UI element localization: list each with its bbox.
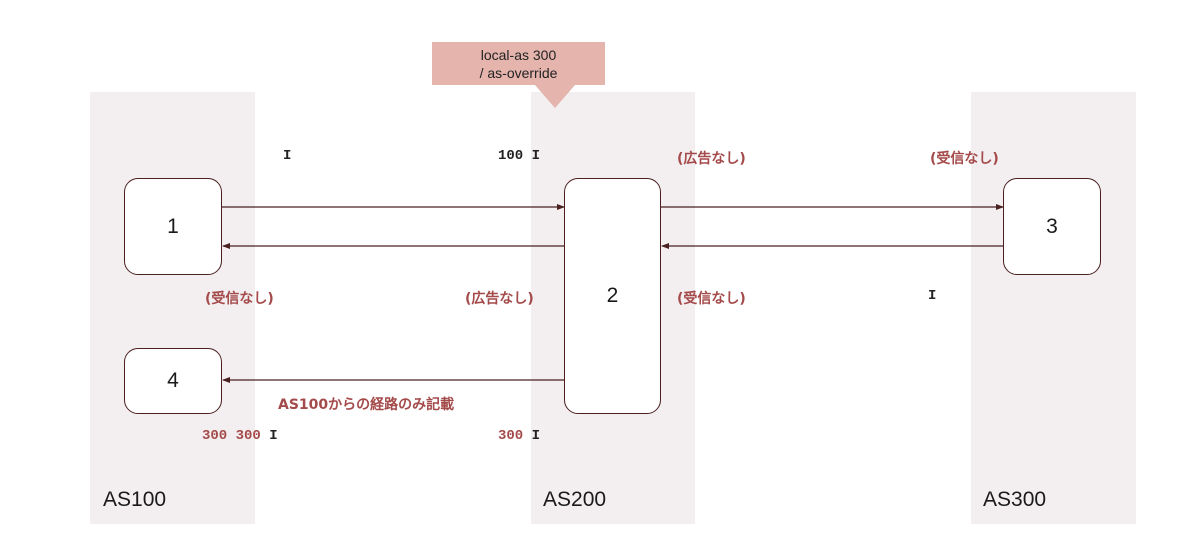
as300-label: AS300 bbox=[983, 488, 1047, 511]
note-r2-no-advertise-to-r1: (広告なし) bbox=[465, 291, 534, 307]
r2-as-path-bottom-suffix: I bbox=[531, 428, 541, 444]
r2-as-path-top: 100 I bbox=[498, 148, 541, 164]
r2-as-path-bottom-prefix: 300 bbox=[498, 428, 524, 444]
note-r1-not-received: (受信なし) bbox=[205, 291, 274, 307]
router-2: 2 bbox=[564, 178, 661, 414]
router-1: 1 bbox=[124, 178, 222, 275]
r4-as-path: 300 300 I bbox=[202, 428, 278, 444]
r2-as-path-bottom: 300 I bbox=[498, 428, 540, 444]
note-r3-not-received: (受信なし) bbox=[930, 151, 999, 167]
local-as-callout: local-as 300 / as-override bbox=[432, 42, 605, 85]
router-2-label: 2 bbox=[606, 284, 619, 307]
as200-label: AS200 bbox=[543, 488, 607, 511]
router-1-label: 1 bbox=[167, 214, 179, 238]
note-r2-not-received-from-r3: (受信なし) bbox=[677, 291, 746, 307]
r3-as-path: I bbox=[928, 288, 937, 304]
router-3-label: 3 bbox=[1046, 214, 1058, 238]
note-r4-link: AS100からの経路のみ記載 bbox=[278, 397, 455, 413]
callout-line-1: local-as 300 bbox=[480, 46, 557, 63]
as100-region bbox=[90, 92, 255, 524]
router-3: 3 bbox=[1003, 178, 1101, 275]
router-4: 4 bbox=[124, 348, 222, 414]
r1-as-path: I bbox=[283, 148, 292, 164]
router-4-label: 4 bbox=[167, 369, 179, 392]
r4-as-path-prefix: 300 300 bbox=[202, 428, 261, 444]
as100-label: AS100 bbox=[103, 488, 167, 511]
callout-line-2: / as-override bbox=[479, 64, 558, 81]
callout-pointer bbox=[535, 85, 575, 108]
note-r2-no-advertise-to-r3: (広告なし) bbox=[677, 151, 746, 167]
r4-as-path-suffix: I bbox=[269, 428, 278, 444]
as300-region bbox=[971, 92, 1136, 524]
